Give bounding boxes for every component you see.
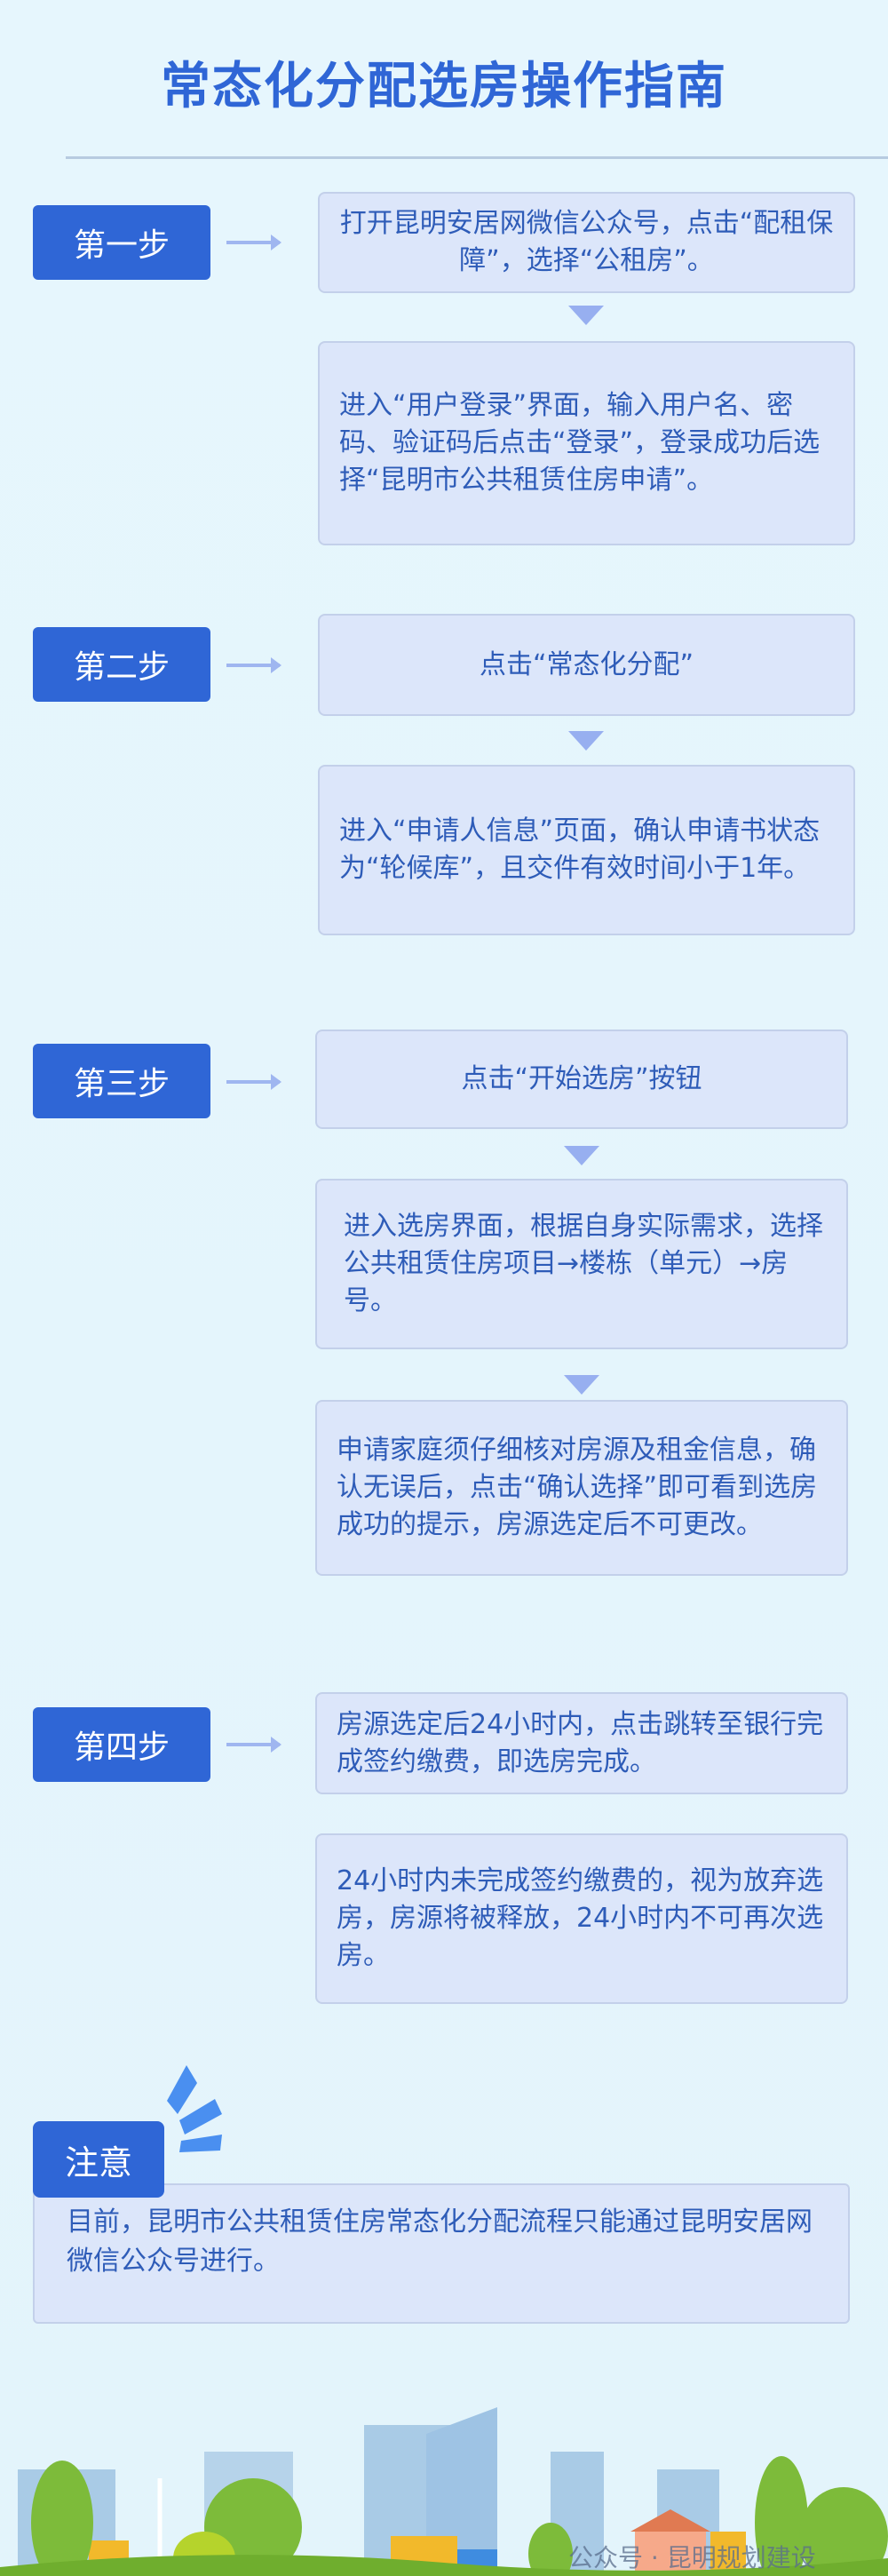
- step-4-box-1: 房源选定后24小时内，点击跳转至银行完成签约缴费，即选房完成。: [315, 1692, 848, 1794]
- step-2-box-2: 进入“申请人信息”页面，确认申请书状态为“轮候库”，且交件有效时间小于1年。: [318, 765, 855, 935]
- step-1-box-2: 进入“用户登录”界面，输入用户名、密码、验证码后点击“登录”，登录成功后选择“昆…: [318, 341, 855, 545]
- triangle-down-icon: [564, 1375, 599, 1395]
- triangle-down-icon: [568, 731, 604, 751]
- step-3-label: 第三步: [33, 1044, 210, 1118]
- divider: [66, 156, 888, 159]
- step-4-label: 第四步: [33, 1707, 210, 1782]
- arrow-right-icon: [226, 1074, 281, 1090]
- city-illustration: [0, 2407, 888, 2576]
- step-3-box-3: 申请家庭须仔细核对房源及租金信息，确认无误后，点击“确认选择”即可看到选房成功的…: [315, 1400, 848, 1576]
- step-3-box-2: 进入选房界面，根据自身实际需求，选择公共租赁住房项目→楼栋（单元）→房号。: [315, 1179, 848, 1349]
- note-text: 目前，昆明市公共租赁住房常态化分配流程只能通过昆明安居网微信公众号进行。: [67, 2206, 813, 2277]
- step-4-box-2: 24小时内未完成签约缴费的，视为放弃选房，房源将被释放，24小时内不可再次选房。: [315, 1833, 848, 2004]
- note-label: 注意: [33, 2121, 164, 2198]
- step-2-box-1: 点击“常态化分配”: [318, 614, 855, 716]
- step-1-label: 第一步: [33, 205, 210, 280]
- page-title: 常态化分配选房操作指南: [161, 58, 727, 115]
- step-2-label: 第二步: [33, 627, 210, 702]
- arrow-right-icon: [226, 1737, 281, 1753]
- triangle-down-icon: [568, 306, 604, 325]
- watermark: 公众号 · 昆明规划建设: [568, 2543, 816, 2572]
- note-box: 目前，昆明市公共租赁住房常态化分配流程只能通过昆明安居网微信公众号进行。: [33, 2183, 850, 2324]
- triangle-down-icon: [564, 1146, 599, 1165]
- arrow-right-icon: [226, 235, 281, 250]
- step-1-box-1: 打开昆明安居网微信公众号，点击“配租保障”，选择“公租房”。: [318, 192, 855, 293]
- arrow-right-icon: [226, 657, 281, 673]
- step-3-box-1: 点击“开始选房”按钮: [315, 1030, 848, 1129]
- attention-rays-icon: [167, 2065, 222, 2152]
